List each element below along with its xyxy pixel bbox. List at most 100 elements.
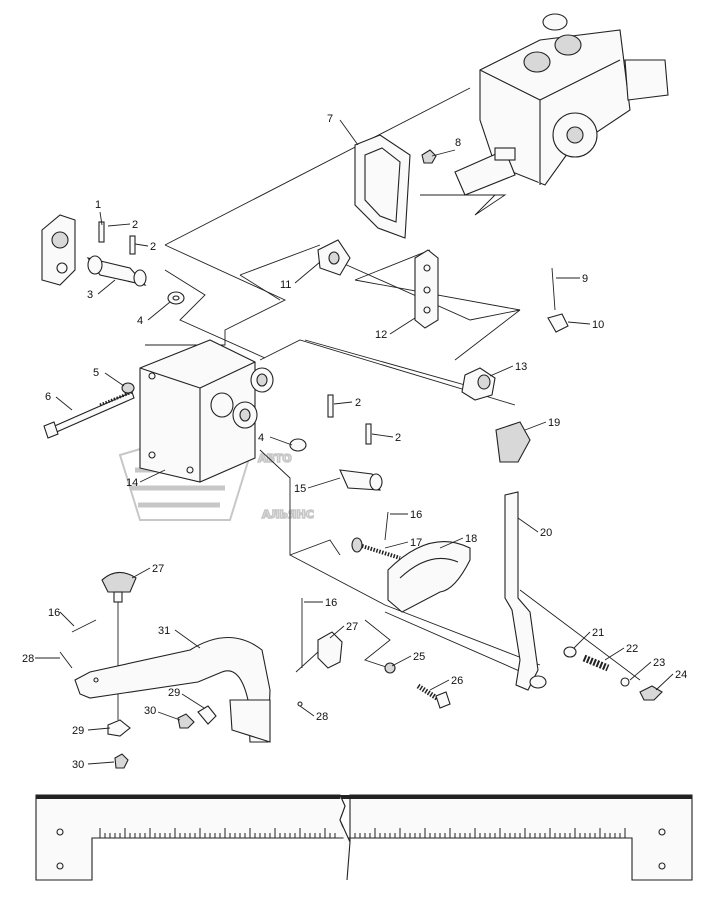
watermark-line2: АЛЬЯНС (262, 508, 314, 521)
callout-leader-17 (384, 541, 409, 549)
callout-leader-10 (567, 321, 591, 325)
callout-label-27: 27 (152, 563, 164, 575)
callout-label-29: 29 (72, 725, 84, 737)
callout-label-5: 5 (93, 367, 99, 379)
part-pin-clevis (547, 267, 569, 333)
part-shaft-lower (289, 394, 383, 491)
callout-leader-5 (104, 372, 125, 387)
part-mount-bracket (74, 636, 271, 743)
callout-leader-2 (371, 433, 394, 438)
callout-leader-2 (107, 223, 131, 227)
callout-label-28: 28 (22, 653, 34, 665)
callout-leader-20 (517, 517, 539, 533)
callout-leader-18 (439, 537, 464, 549)
part-bushing-block (317, 239, 351, 276)
callout-label-7: 7 (327, 113, 333, 125)
callout-leader-30 (157, 711, 181, 721)
callout-label-15: 15 (294, 483, 306, 495)
callout-label-29: 29 (168, 687, 180, 699)
callout-leader-28 (299, 705, 315, 717)
callout-label-1: 1 (95, 199, 101, 211)
callout-label-17: 17 (410, 537, 422, 549)
callout-label-30: 30 (144, 705, 156, 717)
part-bushing-collar (461, 367, 496, 401)
callout-label-16: 16 (48, 607, 60, 619)
callout-leader-2 (134, 243, 149, 247)
callout-leader-19 (524, 421, 547, 431)
callout-leader-27 (131, 567, 151, 579)
callout-label-11: 11 (280, 279, 291, 291)
callout-label-23: 23 (653, 657, 665, 669)
callout-leader-14 (139, 469, 166, 483)
callout-label-16: 16 (410, 509, 422, 521)
callout-label-12: 12 (375, 329, 387, 341)
watermark-line1: АВТО (258, 452, 292, 465)
callout-leader-30 (87, 761, 115, 765)
callout-label-16: 16 (325, 597, 337, 609)
callout-label-2: 2 (395, 432, 401, 444)
callout-leader-7 (339, 119, 359, 146)
part-lever-arm (504, 491, 547, 691)
part-knob-right (295, 598, 343, 673)
bottom-profile-plate (35, 794, 693, 881)
callout-leader-12 (389, 317, 416, 335)
callout-label-10: 10 (592, 319, 604, 331)
part-spring-stack (563, 646, 663, 701)
callout-label-2: 2 (132, 219, 138, 231)
callout-leader-16 (59, 611, 75, 627)
part-screw-left (71, 619, 97, 633)
part-lever-knob (495, 421, 531, 463)
callout-label-14: 14 (126, 477, 138, 489)
part-gasket (354, 134, 411, 239)
callout-leader-3 (97, 279, 116, 295)
callout-label-27: 27 (346, 621, 358, 633)
callout-leader-8 (431, 149, 456, 157)
part-bolt-short (384, 662, 451, 709)
part-knob-upper (101, 571, 137, 720)
part-housing (139, 339, 274, 483)
callout-leader-13 (489, 365, 514, 377)
callout-leader-24 (655, 673, 674, 691)
callout-label-8: 8 (455, 137, 461, 149)
callout-leader-23 (629, 661, 652, 681)
callout-label-19: 19 (548, 417, 560, 429)
callout-leader-11 (294, 261, 321, 284)
callout-label-30: 30 (72, 759, 84, 771)
callout-leader-25 (391, 655, 412, 667)
callout-leader-22 (604, 647, 625, 661)
callout-leader-29 (87, 727, 111, 731)
part-washer-upper (167, 291, 185, 305)
part-bolt-long (43, 382, 135, 439)
part-nuts-lower (107, 705, 217, 769)
callout-label-24: 24 (675, 669, 687, 681)
callout-leader-1 (99, 211, 103, 226)
callout-label-9: 9 (582, 273, 588, 285)
part-pins-upper (98, 221, 136, 255)
callout-leader-4 (269, 436, 293, 446)
part-link-plate (414, 249, 439, 329)
callout-leader-6 (55, 396, 73, 411)
callout-label-21: 21 (592, 627, 604, 639)
callout-leader-29 (181, 693, 205, 709)
callout-label-13: 13 (515, 361, 527, 373)
callout-leader-31 (174, 629, 201, 649)
callout-label-4: 4 (137, 315, 143, 327)
callout-leader-4 (147, 301, 171, 321)
callout-label-2: 2 (150, 241, 156, 253)
callout-label-18: 18 (465, 533, 477, 545)
ruler-ticks (99, 828, 626, 838)
part-sector-plate (387, 541, 471, 613)
part-spring-bolt (351, 511, 401, 560)
callout-leader-2 (333, 401, 353, 405)
callout-leader-27 (329, 625, 345, 639)
callout-label-2: 2 (355, 397, 361, 409)
callout-label-28: 28 (316, 711, 328, 723)
part-control-valve (454, 13, 669, 196)
callout-leader-21 (573, 631, 591, 649)
callout-label-26: 26 (451, 675, 463, 687)
callout-label-3: 3 (87, 289, 93, 301)
callout-label-25: 25 (413, 651, 425, 663)
callout-label-31: 31 (158, 625, 170, 637)
